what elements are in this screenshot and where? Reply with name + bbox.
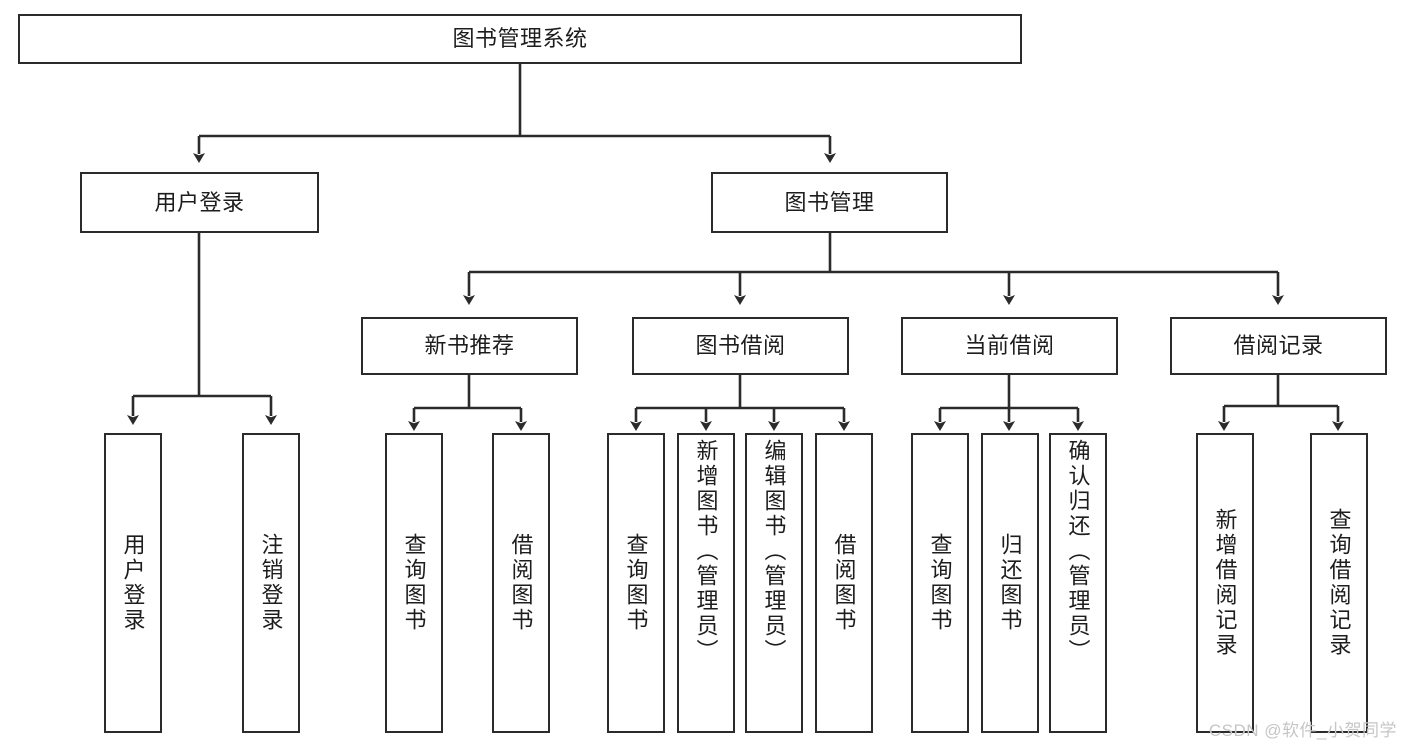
node-label: 用户登录 (120, 533, 146, 633)
node-label: 借阅图书 (831, 533, 857, 633)
node-label: 查询图书 (623, 533, 649, 633)
leaf-current-borrow-query[interactable]: 查询图书 (911, 433, 969, 733)
node-label: 借阅图书 (508, 533, 534, 633)
leaf-borrow-record-query[interactable]: 查询借阅记录 (1310, 433, 1368, 733)
node-label: 新增借阅记录 (1212, 508, 1238, 658)
node-book-borrow[interactable]: 图书借阅 (632, 317, 849, 375)
leaf-borrow-record-add[interactable]: 新增借阅记录 (1196, 433, 1254, 733)
node-label: 图书管理系统 (452, 26, 588, 52)
leaf-new-book-borrow[interactable]: 借阅图书 (492, 433, 550, 733)
leaf-user-login-signin[interactable]: 用户登录 (104, 433, 162, 733)
leaf-current-borrow-return[interactable]: 归还图书 (981, 433, 1039, 733)
leaf-current-borrow-confirm-return[interactable]: 确认归还（管理员） (1049, 433, 1107, 733)
leaf-book-borrow-edit[interactable]: 编辑图书（管理员） (745, 433, 803, 733)
node-label: 注销登录 (258, 533, 284, 633)
node-label: 查询借阅记录 (1326, 508, 1352, 658)
node-label: 归还图书 (997, 533, 1023, 633)
node-label: 图书管理 (784, 189, 875, 215)
node-label: 借阅记录 (1233, 333, 1324, 359)
node-label: 新书推荐 (424, 333, 515, 359)
node-label: 新增图书（管理员） (693, 439, 719, 664)
node-book-management[interactable]: 图书管理 (711, 172, 948, 233)
leaf-book-borrow-add[interactable]: 新增图书（管理员） (677, 433, 735, 733)
node-label: 查询图书 (401, 533, 427, 633)
leaf-book-borrow-query[interactable]: 查询图书 (607, 433, 665, 733)
csdn-watermark: CSDN @软件_小贺同学 (1208, 721, 1397, 740)
node-current-borrow[interactable]: 当前借阅 (901, 317, 1118, 375)
node-label: 确认归还（管理员） (1065, 439, 1091, 664)
leaf-book-borrow-lend[interactable]: 借阅图书 (815, 433, 873, 733)
node-label: 图书借阅 (695, 333, 786, 359)
node-label: 查询图书 (927, 533, 953, 633)
leaf-new-book-query[interactable]: 查询图书 (385, 433, 443, 733)
leaf-user-login-signout[interactable]: 注销登录 (242, 433, 300, 733)
node-root-system[interactable]: 图书管理系统 (18, 14, 1022, 64)
node-label: 用户登录 (154, 189, 245, 215)
node-label: 当前借阅 (964, 333, 1055, 359)
node-label: 编辑图书（管理员） (761, 439, 787, 664)
node-new-book-recommend[interactable]: 新书推荐 (361, 317, 578, 375)
node-user-login[interactable]: 用户登录 (80, 172, 319, 233)
node-borrow-record[interactable]: 借阅记录 (1170, 317, 1387, 375)
